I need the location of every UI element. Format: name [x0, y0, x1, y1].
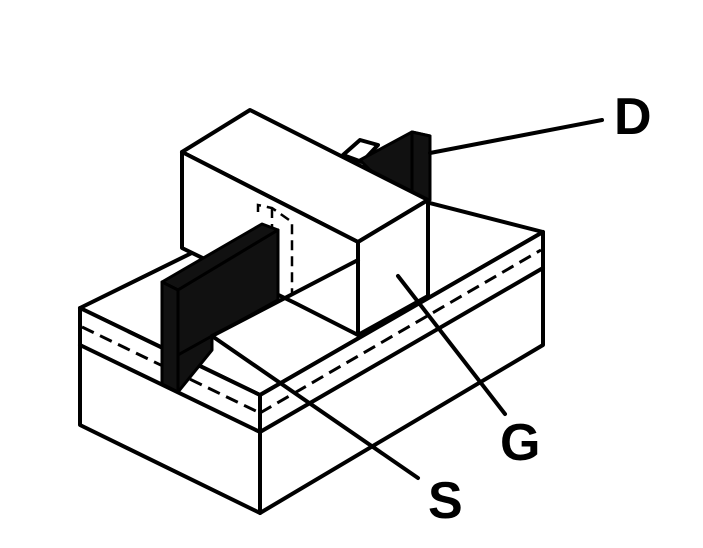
gate-label: G	[500, 414, 540, 472]
fin-top	[210, 258, 360, 338]
substrate-right-face	[258, 230, 545, 515]
drain-label: D	[614, 88, 652, 146]
drain-electrode	[341, 130, 432, 202]
source-label: S	[428, 472, 463, 530]
gate-right-face	[356, 198, 430, 337]
gate-leader-line	[396, 274, 507, 416]
drain-leader-line	[428, 118, 604, 155]
source-leader-line	[210, 334, 420, 480]
